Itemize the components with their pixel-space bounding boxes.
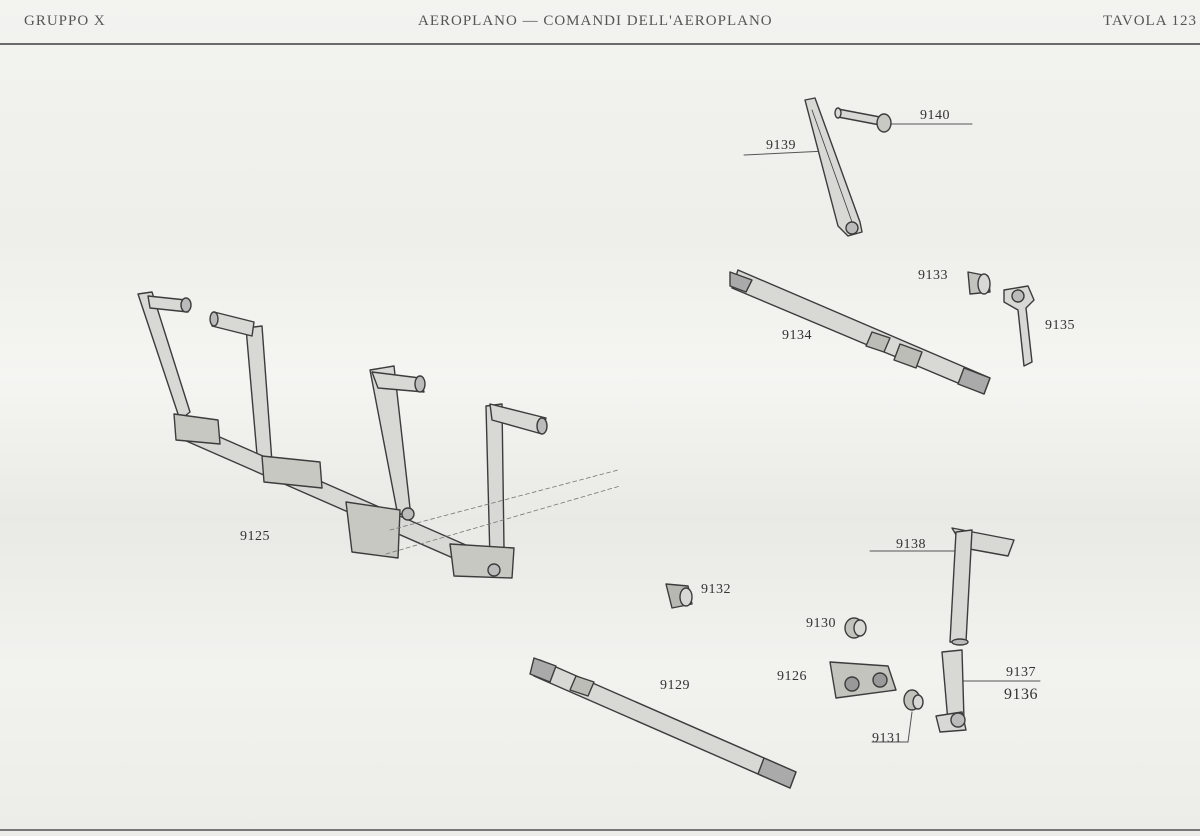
part-label-9137: 9137 [1006,665,1036,680]
part-9138-lever [949,527,1015,646]
section-title: AEROPLANO — COMANDI DELL'AEROPLANO [418,13,773,29]
part-9126-clamp-block [829,661,897,699]
part-label-9131: 9131 [872,731,902,746]
part-label-9140: 9140 [920,108,950,123]
part-label-9139: 9139 [766,138,796,153]
part-9132-gear [665,583,693,609]
part-9125-control-assembly [137,291,548,579]
plate-number: TAVOLA 123 [1103,13,1197,29]
part-9130-bushing [844,617,867,639]
part-9134-shaft [729,269,991,395]
part-label-9129: 9129 [660,678,690,693]
part-label-9125: 9125 [240,529,270,544]
part-label-9136: 9136 [1004,686,1038,703]
header-rule [0,43,1200,45]
page-header: GRUPPO X AEROPLANO — COMANDI DELL'AEROPL… [0,0,1200,44]
part-9139-lever-arm [804,97,863,237]
part-label-9126: 9126 [777,669,807,684]
part-9140-pin [834,107,892,133]
part-label-9135: 9135 [1045,318,1075,333]
footer-rule [0,829,1200,831]
part-label-9134: 9134 [782,328,812,343]
part-9137-sleeve [935,649,967,733]
part-9125-dashed-guides [385,469,621,555]
part-label-9133: 9133 [918,268,948,283]
part-9129-shaft [529,657,797,789]
part-9131-bushing [903,689,924,711]
leader-lines [743,123,1041,743]
group-title: GRUPPO X [24,13,106,29]
part-label-9138: 9138 [896,537,926,552]
part-9133-bushing [967,271,991,295]
part-9135-crank-lever [1003,285,1035,367]
part-label-9132: 9132 [701,582,731,597]
part-label-9130: 9130 [806,616,836,631]
